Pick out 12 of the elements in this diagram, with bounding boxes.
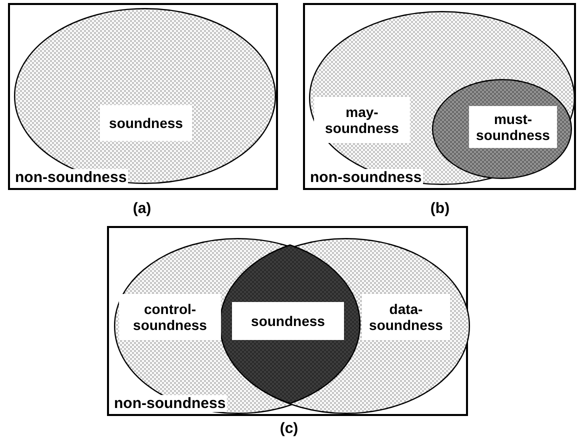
set-label: data-soundness [362, 294, 450, 340]
panel-caption: (c) [280, 420, 298, 437]
set-label: may-soundness [314, 97, 410, 143]
set-label: soundness [232, 302, 344, 340]
panel-caption: (a) [132, 200, 152, 217]
region-label: non-soundness [113, 395, 227, 412]
set-label: must-soundness [469, 106, 557, 148]
region-label: non-soundness [309, 169, 423, 186]
set-label: control-soundness [119, 294, 221, 340]
region-label: non-soundness [14, 169, 128, 186]
panel-caption: (b) [430, 200, 450, 217]
set-label: soundness [100, 105, 192, 141]
